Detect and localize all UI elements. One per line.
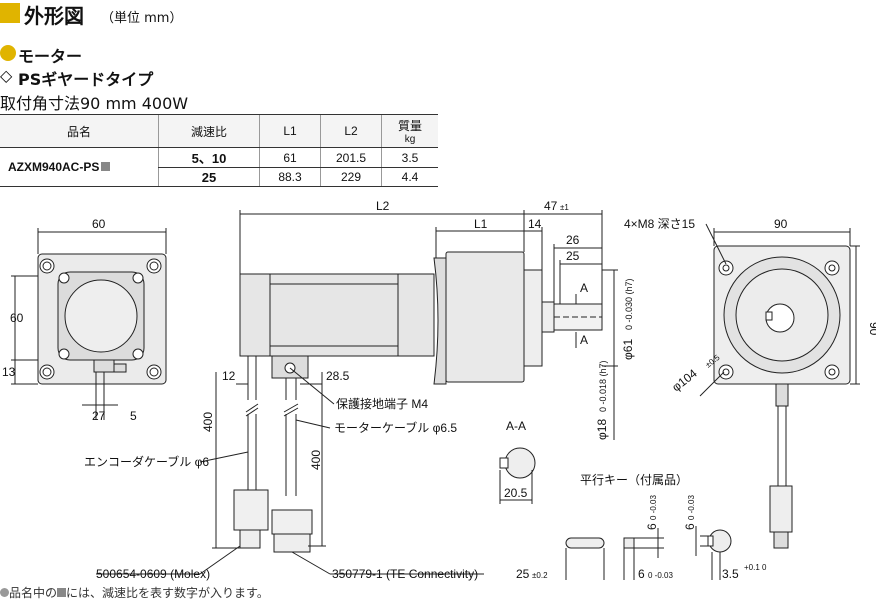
footnote: 品名中のには、減速比を表す数字が入ります。 bbox=[0, 584, 269, 601]
model-name: AZXM940AC-PS bbox=[8, 160, 100, 174]
table-row: 25 88.3 229 4.4 bbox=[0, 167, 438, 187]
section-aa-label: A-A bbox=[506, 419, 526, 433]
dim-400-encoder: 400 bbox=[201, 412, 215, 432]
key-width-tol: 0 -0.03 bbox=[648, 571, 673, 580]
key-length-tol: ±0.2 bbox=[532, 571, 548, 580]
page-title: 外形図 bbox=[24, 4, 84, 28]
key-length: 25 bbox=[516, 567, 530, 581]
dim-20-5: 20.5 bbox=[504, 486, 528, 500]
dim-27: 27 bbox=[92, 409, 106, 423]
dim-screw: 4×M8 深さ15 bbox=[624, 217, 695, 231]
dim-phi61-tol: 0 -0.030 (h7) bbox=[624, 278, 634, 330]
ratio-placeholder-icon bbox=[101, 162, 111, 171]
ratio-placeholder-icon bbox=[57, 588, 67, 597]
footnote-text-1: 品名中の bbox=[9, 586, 58, 600]
header-l1: L1 bbox=[259, 114, 321, 148]
dim-47-tol: ±1 bbox=[560, 203, 569, 212]
header-mass-unit: kg bbox=[404, 134, 416, 145]
motor-bullet bbox=[0, 45, 16, 61]
dim-90-vertical: 90 bbox=[867, 322, 876, 336]
section-mark-a-bottom: A bbox=[580, 333, 588, 347]
l2-cell: 201.5 bbox=[320, 147, 382, 168]
header-mass-label: 質量 bbox=[397, 119, 422, 133]
footnote-text-2: には、減速比を表す数字が入ります。 bbox=[66, 586, 269, 600]
footnote-bullet bbox=[0, 588, 9, 597]
unit-note: （単位 mm） bbox=[101, 11, 183, 26]
dim-14: 14 bbox=[528, 217, 542, 231]
spec-table: 品名 減速比 L1 L2 質量 kg AZXM940AC-PS 5、10 61 … bbox=[0, 114, 438, 187]
dim-phi18: φ18 bbox=[595, 419, 609, 440]
diamond-icon: ◇ bbox=[0, 66, 13, 85]
mass-cell: 4.4 bbox=[381, 167, 438, 187]
encoder-cable-callout: エンコーダケーブル φ6 bbox=[84, 454, 209, 469]
l1-cell: 61 bbox=[259, 147, 321, 168]
table-row: AZXM940AC-PS 5、10 61 201.5 3.5 bbox=[0, 147, 438, 187]
dim-12: 12 bbox=[222, 369, 236, 383]
dim-60: 60 bbox=[92, 217, 106, 231]
key-height: 6 bbox=[645, 523, 659, 530]
dim-47: 47 bbox=[544, 199, 558, 213]
dim-L2: L2 bbox=[376, 199, 390, 213]
l1-cell: 88.3 bbox=[259, 167, 321, 187]
key-width: 6 bbox=[638, 567, 645, 581]
dim-26: 26 bbox=[566, 233, 580, 247]
dim-phi61: φ61 bbox=[621, 339, 635, 360]
type-heading: PSギヤードタイプ bbox=[18, 70, 154, 89]
title-marker bbox=[0, 3, 20, 23]
dim-phi104: φ104 bbox=[669, 366, 700, 394]
motor-heading: モーター bbox=[18, 47, 83, 66]
dim-L1: L1 bbox=[474, 217, 488, 231]
ratio-cell: 25 bbox=[158, 167, 260, 187]
dim-90: 90 bbox=[774, 217, 788, 231]
motor-cable-callout: モーターケーブル φ6.5 bbox=[334, 420, 457, 435]
key-height-tol: 0 -0.03 bbox=[649, 495, 658, 520]
l2-cell: 229 bbox=[320, 167, 382, 187]
model-cell: AZXM940AC-PS bbox=[0, 147, 159, 187]
mass-cell: 3.5 bbox=[381, 147, 438, 168]
molex-connector-callout: 500654-0609 (Molex) bbox=[96, 567, 210, 581]
key-end-height: 6 bbox=[683, 523, 697, 530]
dim-60-vertical: 60 bbox=[10, 311, 24, 325]
key-end-height-tol: 0 -0.03 bbox=[687, 495, 696, 520]
header-ratio: 減速比 bbox=[158, 114, 260, 148]
dim-25: 25 bbox=[566, 249, 580, 263]
header-l2: L2 bbox=[320, 114, 382, 148]
ratio-cell: 5、10 bbox=[158, 147, 260, 168]
header-mass: 質量 kg bbox=[381, 114, 438, 148]
dim-13: 13 bbox=[2, 365, 16, 379]
dim-5: 5 bbox=[130, 409, 137, 423]
section-mark-a-top: A bbox=[580, 281, 588, 295]
dim-400-motor: 400 bbox=[309, 450, 323, 470]
key-radius-tol: +0.1 0 bbox=[744, 563, 767, 572]
te-connector-callout: 350779-1 (TE Connectivity) bbox=[332, 567, 478, 581]
key-radius: 3.5 bbox=[722, 567, 739, 581]
dim-phi18-tol: 0 -0.018 (h7) bbox=[598, 360, 608, 412]
key-title: 平行キー（付属品） bbox=[580, 473, 688, 487]
header-model: 品名 bbox=[0, 114, 159, 148]
dim-28-5: 28.5 bbox=[326, 369, 350, 383]
ground-terminal-callout: 保護接地端子 M4 bbox=[336, 396, 428, 411]
size-heading: 取付角寸法90 mm 400W bbox=[0, 94, 189, 113]
